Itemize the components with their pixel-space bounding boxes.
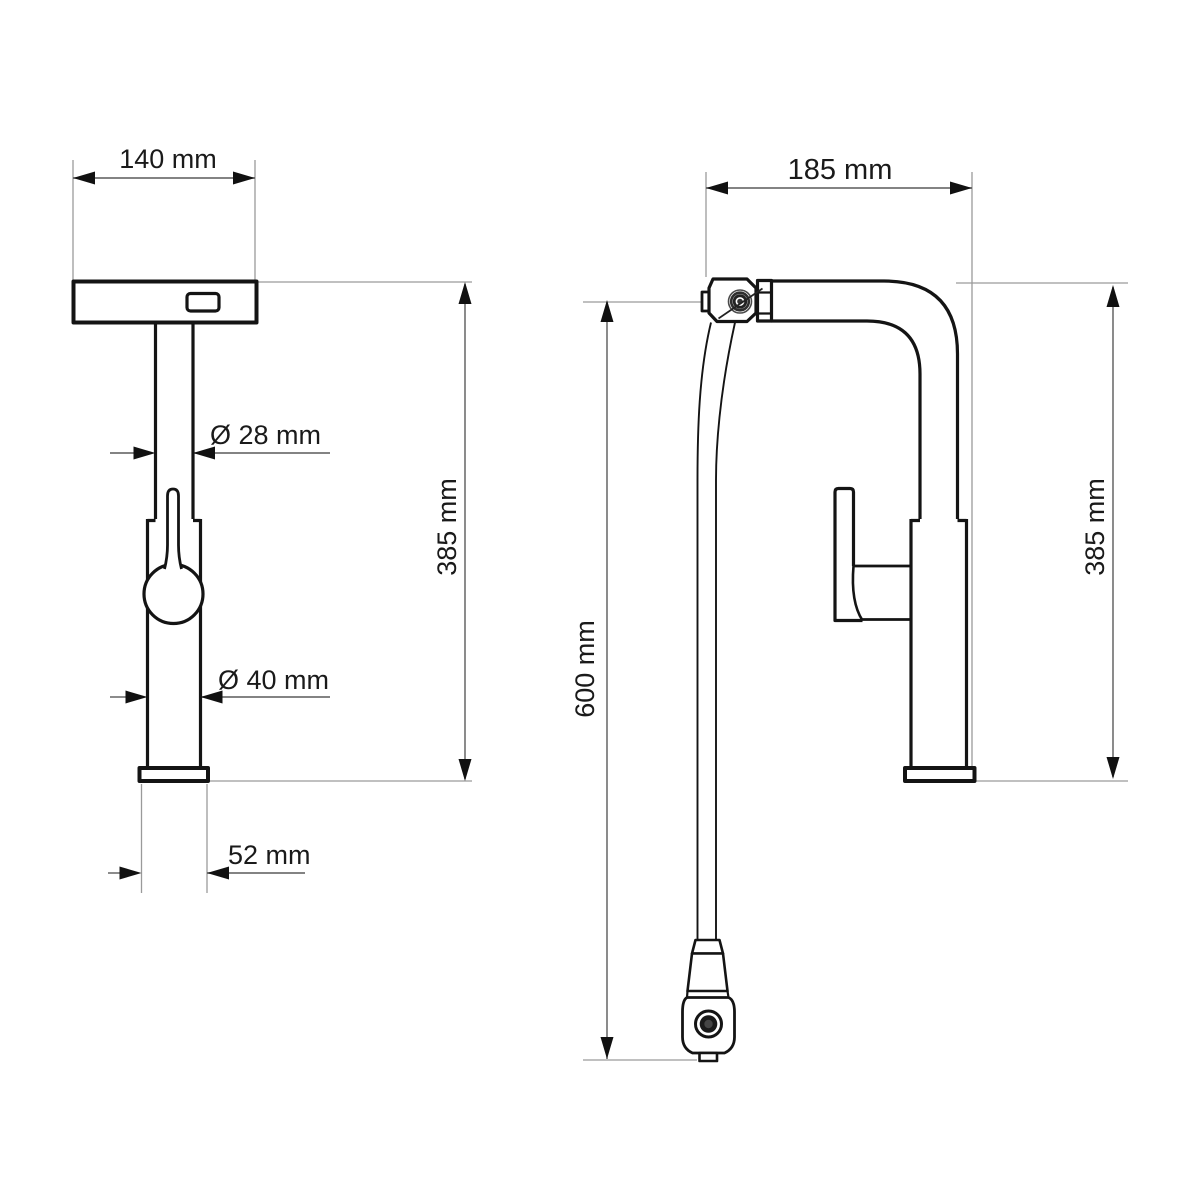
side-dimension-lines [606, 187, 1114, 1059]
side-view: 185 mm 600 mm 385 mm [570, 154, 1128, 1063]
spray-head-nozzle [698, 1051, 719, 1063]
spout-collar [755, 278, 774, 323]
spout-arm-outer [771, 279, 960, 519]
side-extension-lines [583, 172, 1128, 1061]
front-view: 140 mm Ø 28 mm 385 mm Ø 40 mm 52 mm [71, 144, 472, 893]
spray-head-cone [686, 952, 729, 993]
front-base-width-label: 52 mm [228, 840, 311, 870]
front-top-width-label: 140 mm [119, 144, 217, 174]
handle-lever-front [163, 487, 183, 570]
faucet-front-outline [71, 279, 259, 783]
spray-button-center [704, 1019, 713, 1029]
pull-out-hose [696, 322, 736, 940]
handle-front-curve [851, 565, 864, 622]
faucet-side-outline [700, 277, 977, 783]
handle-ball-joint [142, 562, 205, 626]
base-flange-side [903, 766, 977, 783]
side-height-label: 385 mm [1080, 478, 1110, 576]
front-spout-diameter-label: Ø 28 mm [210, 420, 321, 450]
front-extension-lines [72, 160, 472, 893]
spout-arm-inner [771, 319, 922, 519]
hose-seam-line [718, 287, 763, 320]
side-hose-length-label: 600 mm [570, 620, 600, 718]
aerator-icon [718, 287, 763, 320]
front-height-label: 385 mm [432, 478, 462, 576]
handle-lever-side [833, 486, 863, 623]
handle-base-lines [853, 564, 911, 621]
spout-head-front [71, 279, 259, 325]
side-spout-reach-label: 185 mm [788, 154, 893, 186]
front-body-diameter-label: Ø 40 mm [218, 665, 329, 695]
front-arrowheads [73, 171, 472, 880]
hose-connector [690, 938, 725, 955]
spout-collar-grooves [757, 291, 772, 315]
spray-head [681, 938, 736, 1063]
side-arrowheads [600, 181, 1120, 1059]
base-flange-front [137, 766, 210, 783]
spout-aerator-slot [185, 291, 221, 313]
